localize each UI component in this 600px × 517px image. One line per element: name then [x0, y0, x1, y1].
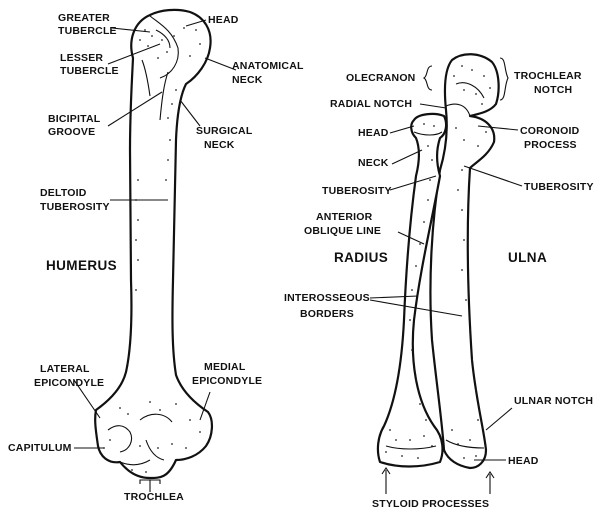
- label-styloid-processes: STYLOID PROCESSES: [372, 498, 489, 510]
- label-deltoid-tuberosity-1: DELTOID: [40, 187, 87, 199]
- label-capitulum: CAPITULUM: [8, 442, 72, 454]
- label-anatomical-neck-1: ANATOMICAL: [232, 60, 304, 72]
- label-anterior-oblique-2: OBLIQUE LINE: [304, 225, 381, 237]
- label-bicipital-groove-1: BICIPITAL: [48, 113, 101, 125]
- label-ulnar-notch: ULNAR NOTCH: [514, 395, 593, 407]
- label-anatomical-neck-2: NECK: [232, 74, 263, 86]
- radius-bone: [376, 112, 448, 468]
- label-ulna-head: HEAD: [508, 455, 539, 467]
- label-anterior-oblique-1: ANTERIOR: [316, 211, 373, 223]
- label-trochlea: TROCHLEA: [124, 491, 184, 503]
- label-coronoid-process-2: PROCESS: [524, 139, 577, 151]
- label-radial-notch: RADIAL NOTCH: [330, 98, 412, 110]
- label-interosseous-2: BORDERS: [300, 308, 354, 320]
- label-tuberosity-radius: TUBEROSITY: [322, 185, 392, 197]
- label-deltoid-tuberosity-2: TUBEROSITY: [40, 201, 110, 213]
- label-medial-epicondyle-2: EPICONDYLE: [192, 375, 262, 387]
- forearm-leaders: [369, 57, 523, 494]
- humerus-bone: [94, 8, 213, 480]
- humerus-leaders: [73, 19, 237, 492]
- label-olecranon: OLECRANON: [346, 72, 415, 84]
- label-lateral-epicondyle-2: EPICONDYLE: [34, 377, 104, 389]
- label-radius-head: HEAD: [358, 127, 389, 139]
- label-trochlear-notch-2: NOTCH: [534, 84, 572, 96]
- label-neck: NECK: [358, 157, 389, 169]
- label-lesser-tubercle-2: TUBERCLE: [60, 65, 119, 77]
- label-bicipital-groove-2: GROOVE: [48, 126, 95, 138]
- label-tuberosity-ulna: TUBEROSITY: [524, 181, 594, 193]
- label-coronoid-process-1: CORONOID: [520, 125, 580, 137]
- label-interosseous-1: INTEROSSEOUS: [284, 292, 370, 304]
- label-trochlear-notch-1: TROCHLEAR: [514, 70, 582, 82]
- label-surgical-neck-1: SURGICAL: [196, 125, 253, 137]
- ulna-title: ULNA: [508, 250, 547, 265]
- forearm-labels: OLECRANON TROCHLEAR NOTCH RADIAL NOTCH H…: [284, 70, 594, 510]
- label-greater-tubercle-1: GREATER: [58, 12, 110, 24]
- label-surgical-neck-2: NECK: [204, 139, 235, 151]
- label-humerus-head: HEAD: [208, 14, 239, 26]
- label-medial-epicondyle-1: MEDIAL: [204, 361, 246, 373]
- humerus-labels: GREATER TUBERCLE HEAD LESSER TUBERCLE AN…: [8, 12, 304, 503]
- ulna-bone: [429, 53, 500, 470]
- label-lesser-tubercle-1: LESSER: [60, 52, 103, 64]
- radius-title: RADIUS: [334, 250, 388, 265]
- humerus-title: HUMERUS: [46, 258, 117, 273]
- label-greater-tubercle-2: TUBERCLE: [58, 25, 117, 37]
- label-lateral-epicondyle-1: LATERAL: [40, 363, 90, 375]
